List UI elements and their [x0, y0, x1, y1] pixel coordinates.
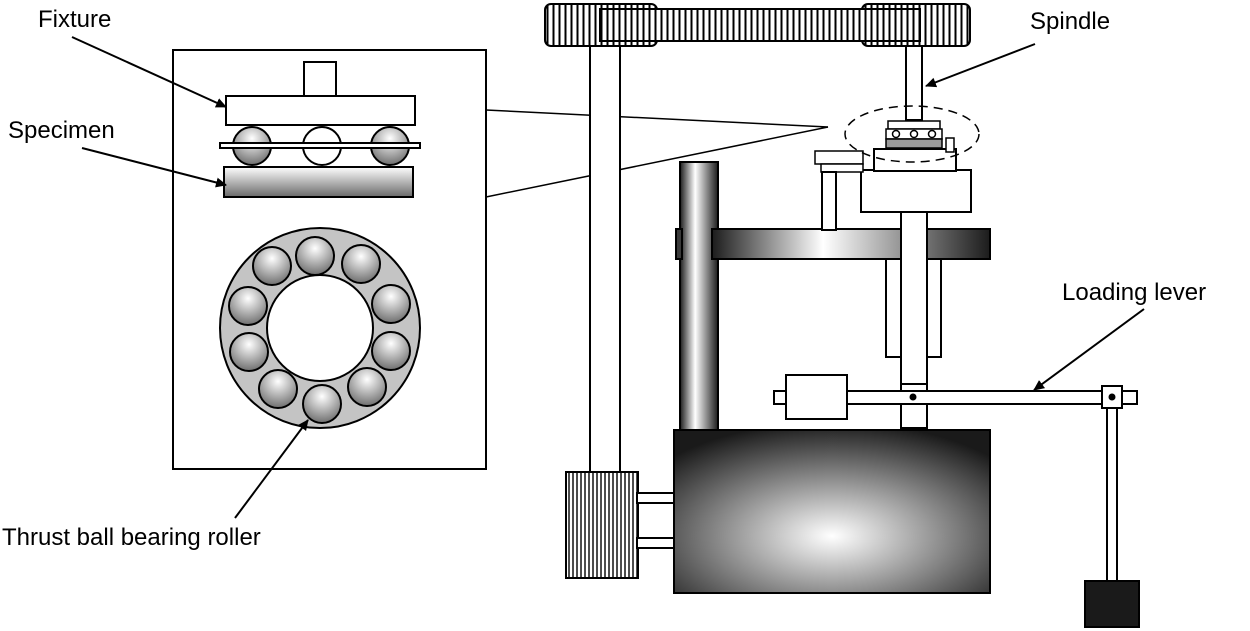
motor-base — [673, 429, 991, 594]
detail-inset — [172, 49, 829, 470]
hanger-rod — [1106, 407, 1118, 583]
spindle-arrow — [925, 43, 1036, 88]
spindle-shaft — [905, 45, 923, 121]
bearing-specimen — [885, 138, 943, 149]
fixture-label: Fixture — [38, 6, 111, 33]
zoom-line-top — [485, 109, 829, 128]
drive-belt — [599, 8, 921, 42]
sensor-bracket — [814, 150, 864, 165]
mini-ball — [891, 129, 901, 139]
specimen-arrow — [81, 147, 227, 188]
bearing-ball — [258, 369, 298, 409]
bearing-cage — [219, 142, 421, 149]
motor-pulley — [565, 471, 639, 579]
bearing-ball — [371, 284, 411, 324]
sensor-post — [821, 171, 837, 231]
loading-lever-beam — [773, 390, 1138, 405]
loading-lever-arrow — [1033, 308, 1145, 391]
sensor-tab — [820, 163, 864, 173]
bearing-ball — [371, 331, 411, 371]
bearing-top-plate — [887, 120, 941, 130]
spindle-label: Spindle — [1030, 8, 1110, 35]
mini-ball — [927, 129, 937, 139]
bearing-ball — [341, 244, 381, 284]
motor-link-top — [636, 492, 676, 504]
support-arm — [711, 228, 991, 260]
mini-ball — [909, 129, 919, 139]
zoom-line-bottom — [485, 126, 829, 198]
chamber-post — [945, 137, 955, 153]
bearing-ball — [302, 384, 342, 424]
bearing-ball — [252, 246, 292, 286]
label-spindle: Spindle — [925, 8, 1110, 88]
drive-shaft — [589, 45, 621, 474]
label-loading-lever: Loading lever — [1033, 279, 1206, 391]
label-fixture: Fixture — [38, 6, 227, 108]
arm-collar — [675, 228, 683, 260]
bearing-ball — [229, 332, 269, 372]
bearing-ball — [228, 286, 268, 326]
lever-pivot — [909, 393, 917, 401]
motor-link-bottom — [636, 537, 676, 549]
loading-lever-label: Loading lever — [1062, 279, 1206, 306]
fixture-stem — [303, 61, 337, 97]
fixture-arrow — [71, 36, 227, 108]
support-column — [679, 161, 719, 431]
label-specimen: Specimen — [8, 117, 227, 188]
label-thrust-bearing: Thrust ball bearing roller — [2, 419, 309, 551]
test-chamber — [873, 148, 957, 172]
test-head-block — [860, 169, 972, 213]
thrust-bearing-arrow — [234, 419, 309, 519]
thrust-bearing-balls — [228, 236, 411, 424]
counterweight — [785, 374, 848, 420]
detail-highlight — [844, 105, 980, 163]
thrust-bearing-label: Thrust ball bearing roller — [2, 524, 261, 551]
hanger-pivot — [1108, 393, 1116, 401]
specimen-label: Specimen — [8, 117, 115, 144]
bearing-ball — [347, 367, 387, 407]
specimen-block — [223, 166, 414, 198]
test-rig — [544, 3, 1140, 628]
load-weight — [1084, 580, 1140, 628]
fixture-plate — [225, 95, 416, 126]
bearing-ball — [295, 236, 335, 276]
